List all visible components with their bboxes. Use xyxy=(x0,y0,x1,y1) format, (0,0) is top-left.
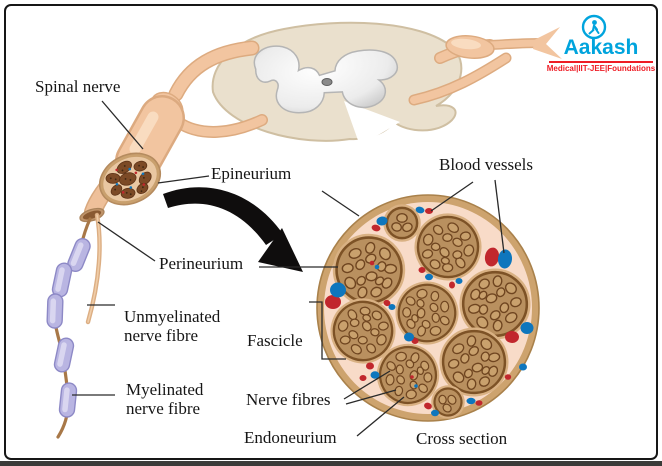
branch-cut-face xyxy=(79,207,105,223)
blood-vessels-line-2 xyxy=(494,179,505,254)
blood-vessels-label: Blood vessels xyxy=(439,155,533,174)
endoneurium-label: Endoneurium xyxy=(244,428,337,447)
bottom-bar xyxy=(0,461,662,466)
cut-face-blood-vessels xyxy=(115,167,146,194)
spinal-nerve-label: Spinal nerve xyxy=(35,77,121,96)
aakash-brand-text: Aakash xyxy=(563,36,639,59)
leader-lines xyxy=(72,100,505,437)
myelinated-nerve-fibre-label: Myelinated nerve fibre xyxy=(126,380,204,418)
nerve-fibres-line-1 xyxy=(343,370,391,400)
spinal-cord-illustration xyxy=(211,21,463,146)
anterior-fissure xyxy=(344,101,400,146)
epineurium-line-right xyxy=(321,190,360,217)
unmyelinated-nerve-fibre-label: Unmyelinated nerve fibre xyxy=(124,307,221,345)
fascicle-label: Fascicle xyxy=(247,331,303,350)
aakash-tagline-text: Medical|IIT-JEE|Foundations xyxy=(546,64,656,73)
nerve-fibres-line-2 xyxy=(345,389,397,405)
cross-section-label: Cross section xyxy=(416,429,508,448)
nerve-fibres-illustration xyxy=(46,212,102,439)
nerve-fibres-label: Nerve fibres xyxy=(246,390,331,409)
logo-divider xyxy=(549,61,653,63)
epineurium-label: Epineurium xyxy=(211,164,292,183)
nerve-branch-tips xyxy=(533,27,562,59)
blood-vessels-line-1 xyxy=(430,181,474,212)
blood-vessels-blue xyxy=(330,206,534,417)
nerve-cut-face xyxy=(98,152,162,206)
fascicle-speckles xyxy=(109,164,145,196)
epineurium-line-left xyxy=(157,175,210,184)
nerve-cross-section-illustration xyxy=(316,194,545,425)
right-nerve-roots xyxy=(408,27,562,106)
perineurium-label: Perineurium xyxy=(159,254,244,273)
perineurium-line-left xyxy=(97,221,156,262)
endoneurium-line xyxy=(356,396,405,437)
zoom-arrow xyxy=(163,187,303,272)
central-canal xyxy=(321,78,333,86)
spinal-nerve-line xyxy=(101,100,144,150)
blood-vessels-red xyxy=(325,208,519,410)
fascicle-bracket xyxy=(309,301,346,360)
aakash-person-circle-icon xyxy=(581,14,607,40)
